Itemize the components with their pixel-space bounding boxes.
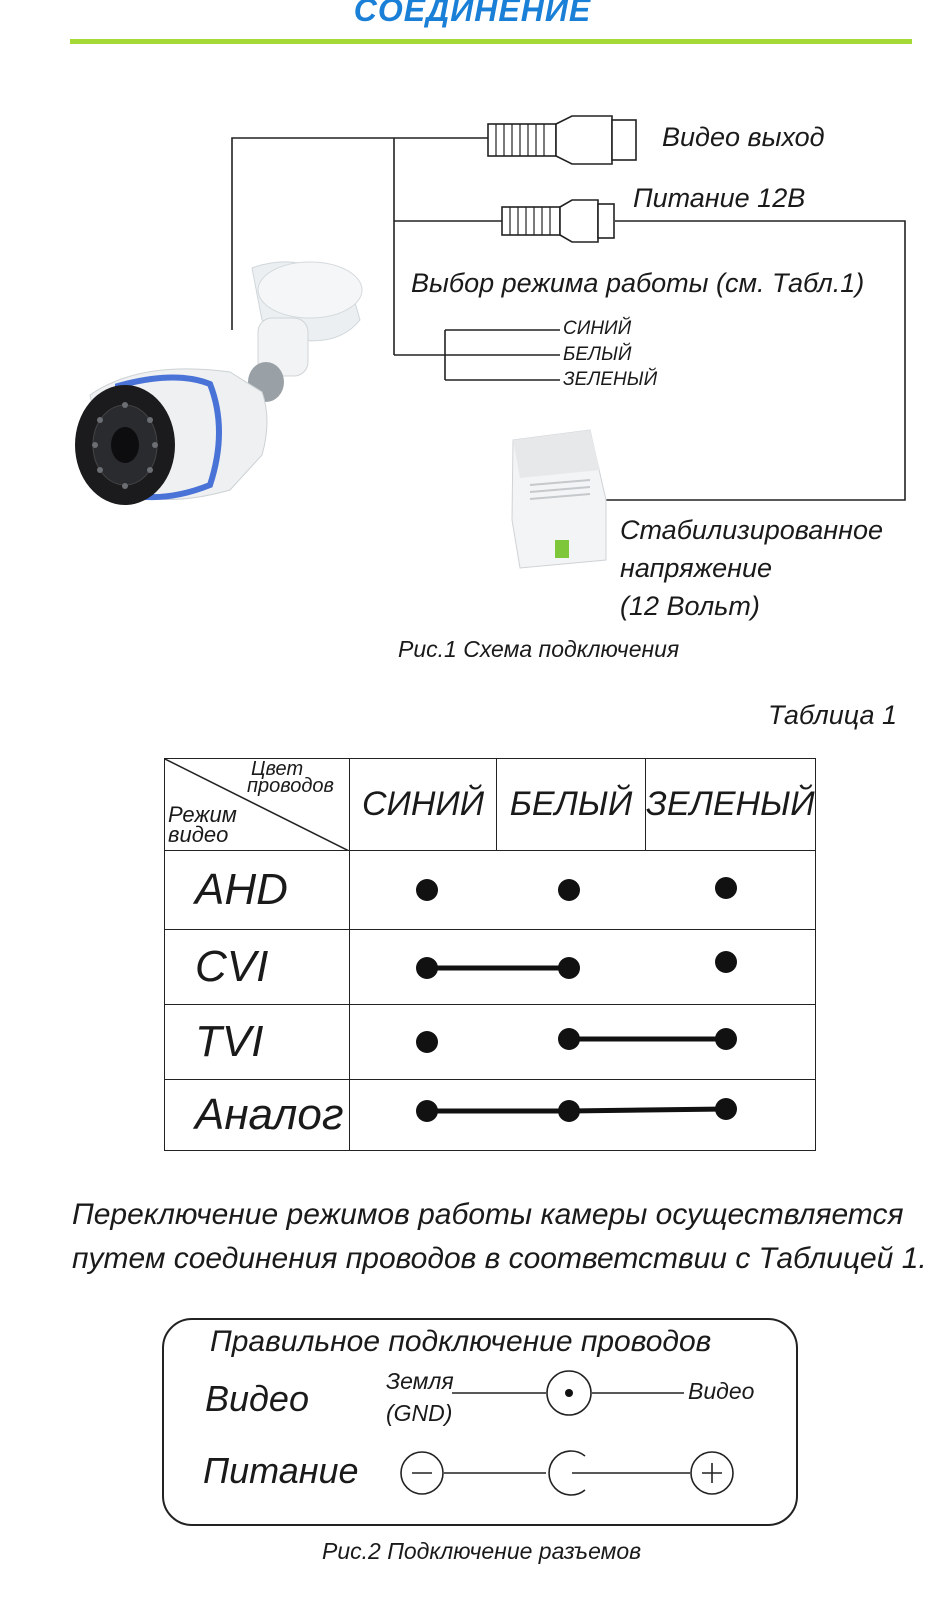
corner-bottom-line2: видео — [168, 822, 229, 847]
video-right-label: Видео — [688, 1378, 755, 1404]
connections-cvi — [349, 929, 816, 1005]
table-row: AHD — [164, 850, 816, 930]
gnd-label-line1: Земля — [386, 1368, 454, 1394]
dot-green — [715, 951, 737, 973]
connections-tvi — [349, 1004, 816, 1080]
wire-label-blue: СИНИЙ — [563, 318, 632, 339]
table-row: TVI — [164, 1004, 816, 1080]
dot-green — [715, 1028, 737, 1050]
power-cable — [605, 220, 906, 501]
table-row: Аналог — [164, 1079, 816, 1151]
col-header-blue: СИНИЙ — [349, 758, 497, 851]
psu-label-line3: (12 Вольт) — [620, 591, 760, 621]
video-connector — [487, 115, 637, 165]
corner-top-line2: проводов — [247, 775, 334, 797]
table-caption: Таблица 1 — [768, 700, 898, 730]
video-cable — [231, 137, 488, 330]
psu-label-line2: напряжение — [620, 553, 773, 583]
psu-label: Стабилизированное напряжение (12 Вольт) — [620, 511, 883, 625]
table-corner-cell: Цвет проводов Режим видео — [164, 758, 350, 851]
connector-symbols — [400, 1370, 734, 1496]
dot-white — [558, 879, 580, 901]
gnd-label: Земля (GND) — [386, 1365, 454, 1429]
connections-analog — [349, 1079, 816, 1151]
dot-green — [715, 1098, 737, 1120]
power-supply-image — [511, 429, 607, 569]
col-header-green: ЗЕЛЕНЫЙ — [645, 758, 816, 851]
mode-select-label: Выбор режима работы (см. Табл.1) — [411, 268, 865, 298]
connector-box — [162, 1318, 798, 1526]
dot-green — [715, 877, 737, 899]
figure2-caption: Рис.2 Подключение разъемов — [322, 1538, 642, 1564]
mode-table: Цвет проводов Режим видео СИНИЙ БЕЛЫЙ ЗЕ… — [164, 758, 816, 1151]
mode-name-analog: Аналог — [164, 1079, 350, 1151]
title-underline — [70, 39, 912, 44]
dot-blue — [416, 1100, 438, 1122]
wire-label-white: БЕЛЫЙ — [563, 344, 632, 365]
psu-label-line1: Стабилизированное — [620, 515, 884, 545]
figure1-caption: Рис.1 Схема подключения — [398, 636, 680, 662]
dot-white — [558, 1028, 580, 1050]
dot-blue — [416, 957, 438, 979]
video-row-label: Видео — [205, 1378, 309, 1419]
video-output-label: Видео выход — [662, 122, 825, 152]
wire-label-green: ЗЕЛЕНЫЙ — [563, 369, 658, 390]
power-socket-icon — [548, 1450, 586, 1496]
power-row-label: Питание — [203, 1450, 359, 1491]
col-header-white: БЕЛЫЙ — [496, 758, 646, 851]
dot-blue — [416, 879, 438, 901]
power-12v-label: Питание 12В — [633, 183, 806, 213]
dot-white — [558, 957, 580, 979]
table-row: CVI — [164, 929, 816, 1005]
gnd-label-line2: (GND) — [386, 1400, 453, 1426]
instruction-paragraph: Переключение режимов работы камеры осуще… — [72, 1198, 927, 1275]
connections-ahd — [349, 850, 816, 930]
corner-bottom-line1: Режим — [168, 802, 237, 827]
dot-blue — [416, 1031, 438, 1053]
mode-name-ahd: AHD — [164, 850, 350, 930]
dot-white — [558, 1100, 580, 1122]
mode-name-tvi: TVI — [164, 1004, 350, 1080]
camera-image — [75, 261, 363, 505]
mode-name-cvi: CVI — [164, 929, 350, 1005]
page-title: СОЕДИНЕНИЕ — [353, 0, 592, 28]
power-connector — [501, 199, 615, 243]
corner-top-line1: Цвет — [251, 758, 304, 780]
fig2-title: Правильное подключение проводов — [210, 1325, 712, 1358]
